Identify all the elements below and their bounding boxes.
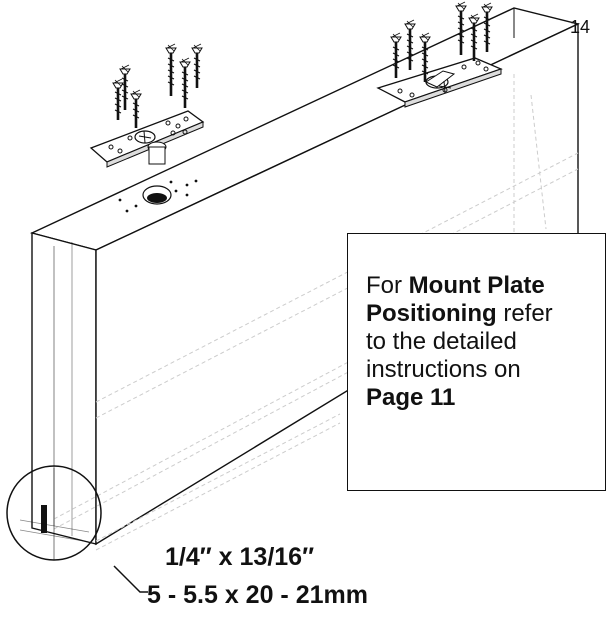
dimension-metric: 5 - 5.5 x 20 - 21mm <box>147 581 368 609</box>
screw-icon <box>419 32 431 82</box>
screw-icon <box>455 1 467 55</box>
callout-line-2-bold: Positioning <box>366 300 497 327</box>
left-screws <box>112 43 203 128</box>
screw-icon <box>165 43 177 96</box>
right-mount-plate <box>376 57 503 108</box>
screw-icon <box>468 13 480 61</box>
screw-icon <box>112 78 124 120</box>
screw-icon <box>481 2 493 52</box>
callout-line-5: Page 11 <box>366 384 456 411</box>
screw-icon <box>191 43 203 88</box>
screw-icon <box>390 32 402 78</box>
detail-callout <box>6 465 148 593</box>
screw-icon <box>130 89 142 128</box>
callout-line-3: to the detailed <box>366 328 517 355</box>
step-number: 14 <box>570 17 591 37</box>
callout-line-2: Positioning refer <box>366 300 593 328</box>
callout-line-1-bold: Mount Plate <box>408 272 545 299</box>
dimension-imperial: 1/4″ x 13/16″ <box>165 543 315 571</box>
callout-line-2-suffix: refer <box>496 300 553 327</box>
positioning-callout: For Mount Plate Positioning refer to the… <box>347 233 606 491</box>
callout-line-1-prefix: For <box>366 272 409 299</box>
screw-icon <box>404 19 416 70</box>
mounting-hole-group <box>118 179 198 213</box>
screw-icon <box>119 64 131 110</box>
left-mount-plate <box>89 110 205 168</box>
callout-line-4: instructions on <box>366 356 521 383</box>
screw-icon <box>179 57 191 108</box>
callout-line-1: For Mount Plate <box>366 272 593 300</box>
right-screws <box>390 1 493 82</box>
